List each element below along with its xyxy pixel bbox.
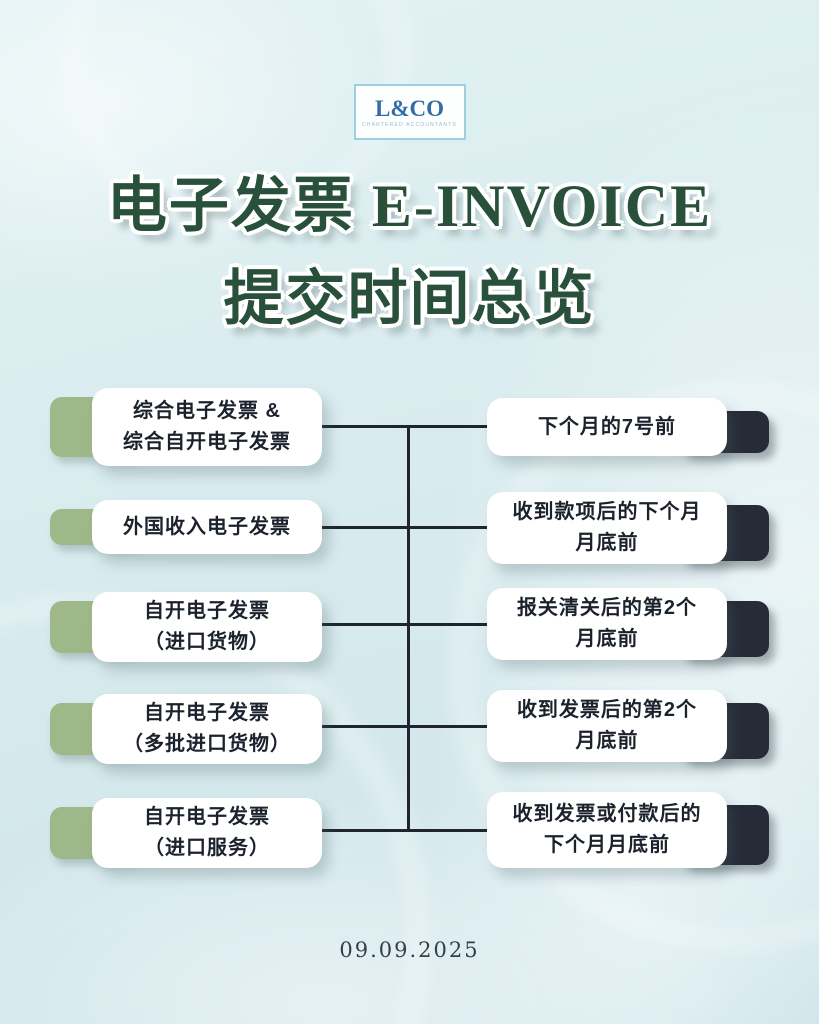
deadline-label: 收到发票或付款后的 下个月月底前 <box>512 803 702 856</box>
title-line-2: 提交时间总览 <box>223 266 596 332</box>
page-title: 电子发票 E-INVOICE 提交时间总览 <box>0 160 819 346</box>
connector-row-3 <box>305 623 515 626</box>
invoice-type-label: 自开电子发票 （多批进口货物） <box>123 702 291 755</box>
invoice-type-label: 外国收入电子发票 <box>123 515 291 538</box>
deadline-box-4: 收到发票后的第2个 月底前 <box>487 690 769 762</box>
invoice-type-box-3: 自开电子发票 （进口货物） <box>50 592 322 662</box>
connector-row-5 <box>305 829 515 832</box>
deadline-box-3: 报关清关后的第2个 月底前 <box>487 588 769 660</box>
connector-vertical-line <box>407 427 410 831</box>
connector-row-1 <box>305 425 515 428</box>
invoice-type-box-4: 自开电子发票 （多批进口货物） <box>50 694 322 764</box>
footer-date: 09.09.2025 <box>339 938 480 962</box>
deadline-label: 收到款项后的下个月 月底前 <box>512 501 702 554</box>
deadline-label: 报关清关后的第2个 月底前 <box>516 597 698 650</box>
connector-row-4 <box>305 725 515 728</box>
company-logo: L&CO CHARTERED ACCOUNTANTS <box>353 84 466 140</box>
deadline-label: 下个月的7号前 <box>537 415 677 438</box>
deadline-box-1: 下个月的7号前 <box>487 398 769 456</box>
logo-subtitle: CHARTERED ACCOUNTANTS <box>361 121 458 128</box>
connector-row-2 <box>305 526 515 529</box>
invoice-type-label: 自开电子发票 （进口服务） <box>144 806 270 859</box>
invoice-type-box-1: 综合电子发票 & 综合自开电子发票 <box>50 388 322 466</box>
logo-text: L&CO <box>375 95 444 121</box>
invoice-type-box-2: 外国收入电子发票 <box>50 500 322 554</box>
deadline-label: 收到发票后的第2个 月底前 <box>516 699 698 752</box>
invoice-type-label: 自开电子发票 （进口货物） <box>144 600 270 653</box>
invoice-type-box-5: 自开电子发票 （进口服务） <box>50 798 322 868</box>
invoice-type-label: 综合电子发票 & 综合自开电子发票 <box>123 400 291 453</box>
deadline-box-2: 收到款项后的下个月 月底前 <box>487 492 769 564</box>
title-line-1: 电子发票 E-INVOICE <box>106 173 713 239</box>
deadline-box-5: 收到发票或付款后的 下个月月底前 <box>487 792 769 868</box>
